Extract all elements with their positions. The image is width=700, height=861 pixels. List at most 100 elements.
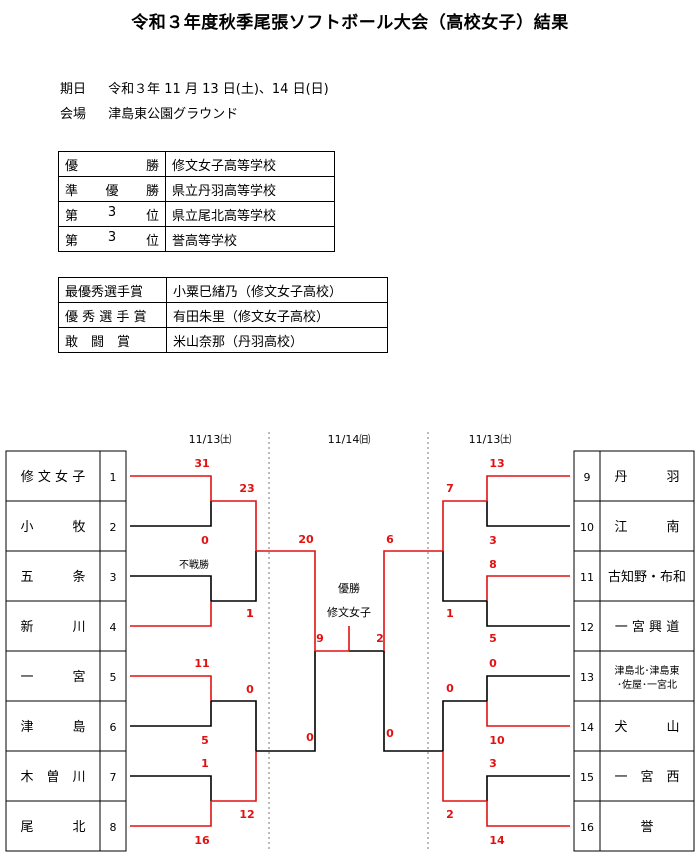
team-number: 14 <box>580 721 594 734</box>
line-lq2-lose <box>211 700 257 751</box>
line-lq1-win <box>211 500 257 551</box>
school-name: 県立尾北高等学校 <box>165 201 335 227</box>
line-rq1-win <box>442 500 487 551</box>
venue-value: 津島東公園グラウンド <box>108 107 239 122</box>
team-number-box <box>573 750 601 802</box>
team-number-box <box>573 600 601 652</box>
line-l3-lose <box>130 701 212 727</box>
team-name: 一 宮 西 <box>614 769 679 785</box>
team-number-box <box>573 450 601 502</box>
team-entry: 一 宮 西15 <box>573 750 695 802</box>
line-l3-win <box>130 675 212 701</box>
date-right: 11/13㈯ <box>469 433 512 446</box>
team-name: 丹 羽 <box>614 470 679 485</box>
award-row-3: 敢 闘 賞 米山奈那（丹羽高校） <box>58 327 388 353</box>
score: 5 <box>489 632 497 645</box>
result-row-1: 優勝 修文女子高等学校 <box>58 151 335 177</box>
team-name: 津島北･津島東 <box>615 664 680 677</box>
score: 8 <box>489 558 497 571</box>
line-rq1-lose <box>442 551 487 602</box>
team-name: ･佐屋･一宮北 <box>617 678 677 691</box>
rank-label: 優勝 <box>65 158 159 174</box>
team-entry: 丹 羽9 <box>573 450 695 502</box>
team-name: 一 宮 <box>20 669 85 685</box>
team-number: 3 <box>110 571 117 584</box>
team-number-box <box>573 650 601 702</box>
team-entry: 五 条 3 <box>5 550 127 602</box>
team-name-box <box>5 800 101 852</box>
team-entry: 犬 山14 <box>573 700 695 752</box>
score: 12 <box>239 808 254 821</box>
team-name-box <box>599 800 695 852</box>
team-name-box <box>599 750 695 802</box>
team-number: 2 <box>110 521 117 534</box>
score: 20 <box>298 533 314 546</box>
score: 0 <box>201 534 209 547</box>
team-entry: 江 南10 <box>573 500 695 552</box>
score: 5 <box>201 734 209 747</box>
champion-team: 修文女子 <box>327 605 371 619</box>
venue-row: 会場 津島東公園グラウンド <box>60 103 238 122</box>
team-name-box <box>599 550 695 602</box>
award-row-1: 最優秀選手賞 小粟巳緒乃（修文女子高校） <box>58 277 388 303</box>
line-r3-win <box>486 701 570 727</box>
line-r4-lose <box>486 775 570 801</box>
line-l1-win <box>130 475 212 501</box>
team-number-box <box>99 700 127 752</box>
team-number: 1 <box>110 471 117 484</box>
score: 16 <box>194 834 210 847</box>
line-l4-win <box>130 801 212 827</box>
line-l2-lose <box>130 575 212 601</box>
line-r2-lose <box>486 601 570 627</box>
team-entry: 一 宮 5 <box>5 650 127 702</box>
date-center: 11/14㈰ <box>328 432 371 446</box>
team-entry: 一 宮 興 道12 <box>573 600 695 652</box>
score: 1 <box>246 607 254 620</box>
school-name: 誉高等学校 <box>165 226 335 252</box>
score-walkover: 不戦勝 <box>179 558 209 571</box>
score: 1 <box>446 607 454 620</box>
team-name-box <box>5 750 101 802</box>
line-rs-win <box>383 550 443 651</box>
team-name-box <box>5 700 101 752</box>
team-entry: 古知野・布和 11 <box>573 550 695 602</box>
team-number-box <box>99 650 127 702</box>
team-name-box <box>5 450 101 502</box>
team-number-box <box>99 800 127 852</box>
score: 31 <box>194 457 209 470</box>
award-winner: 米山奈那（丹羽高校） <box>166 327 388 353</box>
score: 23 <box>239 482 254 495</box>
team-number: 11 <box>580 571 594 584</box>
line-l4-lose <box>130 775 212 801</box>
team-name: 五 条 <box>20 569 85 585</box>
score: 7 <box>446 482 454 495</box>
team-number-box <box>99 750 127 802</box>
team-name: 尾 北 <box>20 820 85 835</box>
score: 11 <box>194 657 209 670</box>
team-name: 江 南 <box>614 519 679 535</box>
award-name: 敢 闘 賞 <box>58 327 167 353</box>
line-r3-lose <box>486 675 570 701</box>
award-name: 最優秀選手賞 <box>58 277 167 303</box>
team-number: 12 <box>580 621 594 634</box>
date-key: 期日 <box>60 82 87 97</box>
score: 0 <box>489 657 497 670</box>
team-name: 古知野・布和 <box>608 569 686 585</box>
line-r1-win <box>486 475 570 501</box>
venue-key: 会場 <box>60 107 87 122</box>
team-number: 5 <box>110 671 117 684</box>
team-name: 誉 <box>640 820 653 835</box>
award-name: 優 秀 選 手 賞 <box>58 302 167 328</box>
score: 2 <box>446 808 454 821</box>
date-row: 期日 令和３年 11 月 13 日(土)、14 日(日) <box>60 78 329 97</box>
line-l1-lose <box>130 501 212 527</box>
team-name-box <box>599 700 695 752</box>
